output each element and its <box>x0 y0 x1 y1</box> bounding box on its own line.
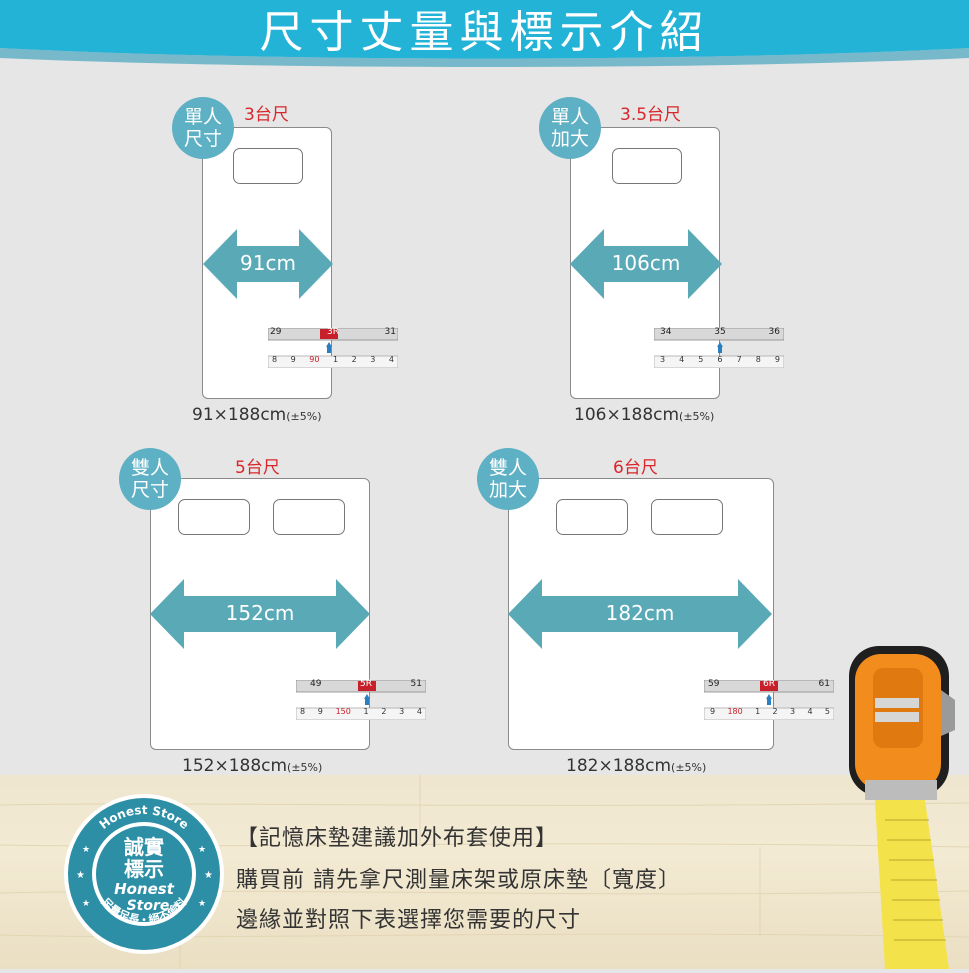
pillow-left <box>178 499 250 535</box>
header-banner <box>0 0 969 67</box>
taiwan-size: 3台尺 <box>244 105 289 125</box>
honest-store-seal: Honest Store 足量足長・絕不偷料 ★ ★ ★ ★ ★ ★ 誠實 標示… <box>62 792 226 956</box>
size-badge: 單人加大 <box>539 97 601 159</box>
svg-text:★: ★ <box>204 870 213 881</box>
svg-text:Store: Store <box>127 898 170 914</box>
svg-text:★: ★ <box>198 845 206 855</box>
width-arrow: 106cm <box>570 229 722 299</box>
page-title: 尺寸丈量與標示介紹 <box>259 7 710 58</box>
width-arrow: 91cm <box>203 229 333 299</box>
taiwan-size: 3.5台尺 <box>620 105 682 125</box>
notice-line-2: 購買前 請先拿尺測量床架或原床墊〔寬度〕 <box>236 868 681 893</box>
pillow-left <box>556 499 628 535</box>
dimensions-label: 182×188cm(±5%) <box>566 756 707 776</box>
pillow-right <box>273 499 345 535</box>
width-arrow: 152cm <box>150 579 370 649</box>
pillow-right <box>651 499 723 535</box>
pillow <box>233 148 303 184</box>
taiwan-size: 5台尺 <box>235 458 280 478</box>
svg-text:★: ★ <box>82 845 90 855</box>
pillow <box>612 148 682 184</box>
taiwan-size: 6台尺 <box>613 458 658 478</box>
dimensions-label: 91×188cm(±5%) <box>192 405 322 425</box>
size-badge: 雙人加大 <box>477 448 539 510</box>
size-badge: 單人尺寸 <box>172 97 234 159</box>
svg-text:標示: 標示 <box>124 857 164 881</box>
dimensions-label: 106×188cm(±5%) <box>574 405 715 425</box>
svg-text:★: ★ <box>198 899 206 909</box>
notice-line-3: 邊緣並對照下表選擇您需要的尺寸 <box>236 908 582 933</box>
tape-measure-icon <box>845 640 969 969</box>
svg-text:誠實: 誠實 <box>124 835 164 859</box>
svg-text:Honest: Honest <box>114 880 175 898</box>
width-arrow: 182cm <box>508 579 772 649</box>
svg-text:★: ★ <box>76 870 85 881</box>
dimensions-label: 152×188cm(±5%) <box>182 756 323 776</box>
svg-text:★: ★ <box>82 899 90 909</box>
size-badge: 雙人尺寸 <box>119 448 181 510</box>
notice-line-1: 【記憶床墊建議加外布套使用】 <box>236 826 559 851</box>
